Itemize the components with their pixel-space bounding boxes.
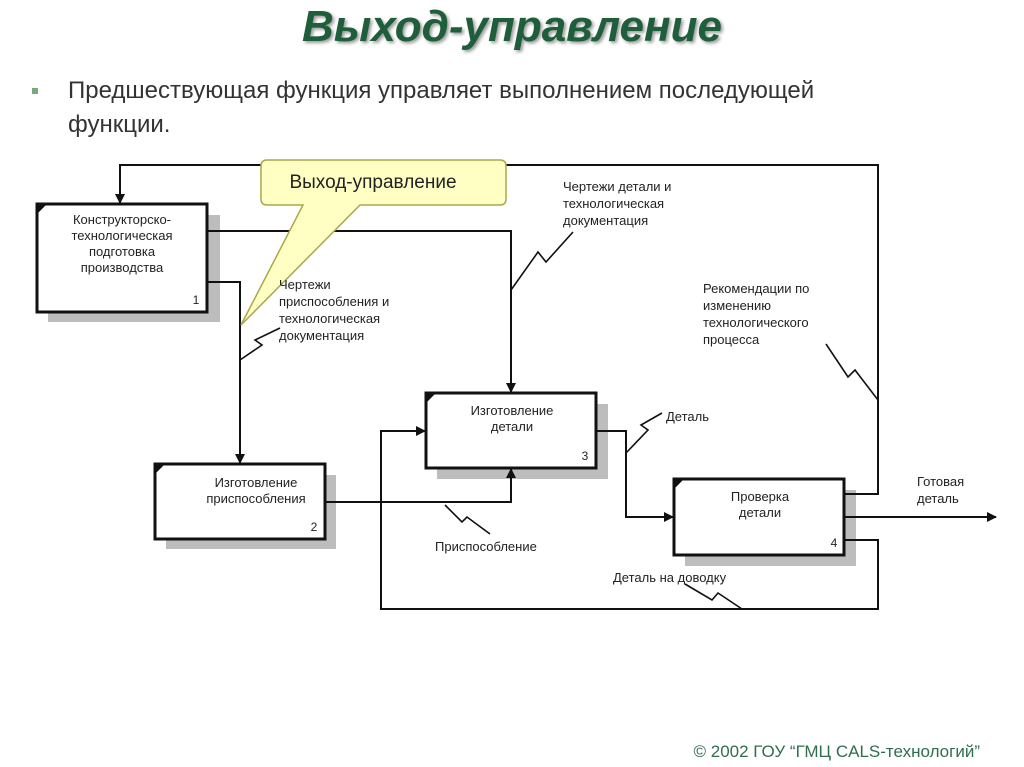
box-1: Конструкторско- технологическая подготов…: [35, 202, 209, 314]
label-rework: Деталь на доводку: [613, 570, 727, 585]
label-drawings-detail-3: документация: [563, 213, 648, 228]
box-2-line-1: Изготовление: [215, 475, 298, 490]
squiggle-recommendations: [825, 343, 879, 401]
arrow-detail: [596, 430, 674, 522]
label-recommendations-2: изменению: [703, 298, 771, 313]
squiggle-drawings-detail: [510, 231, 574, 291]
label-drawings-detail-2: технологическая: [563, 196, 664, 211]
bullet-line-2: функции.: [68, 111, 171, 138]
bullet-text: Предшествующая функция управляет выполне…: [68, 74, 988, 142]
label-recommendations-4: процесса: [703, 332, 760, 347]
box-4-line-2: детали: [739, 505, 781, 520]
bullet-marker: [32, 88, 38, 94]
box-4: Проверка детали 4: [672, 477, 846, 557]
callout-bubble: Выход-управление: [240, 159, 507, 326]
label-finished-2: деталь: [917, 491, 959, 506]
label-fixture: Приспособление: [435, 539, 537, 554]
label-detail: Деталь: [666, 409, 709, 424]
box-3: Изготовление детали 3: [424, 391, 598, 470]
box-1-line-1: Конструкторско-: [73, 212, 171, 227]
box-2: Изготовление приспособления 2: [153, 462, 327, 541]
label-drawings-fixture-3: технологическая: [279, 311, 380, 326]
label-finished-1: Готовая: [917, 474, 964, 489]
squiggle-fixture: [444, 504, 491, 535]
box-3-line-2: детали: [491, 419, 533, 434]
slide-title: Выход-управление: [302, 2, 722, 51]
box-1-line-3: подготовка: [89, 244, 156, 259]
squiggle-detail: [625, 412, 663, 454]
callout-text: Выход-управление: [289, 172, 456, 193]
arrow-fixture: [325, 468, 516, 503]
label-drawings-fixture-4: документация: [279, 328, 364, 343]
squiggle-rework: [684, 583, 743, 610]
arrow-recommendations: [115, 164, 879, 495]
box-2-number: 2: [311, 520, 318, 534]
squiggle-drawings-fixture: [239, 327, 281, 361]
box-4-number: 4: [831, 536, 838, 550]
label-drawings-detail-1: Чертежи детали и: [563, 179, 671, 194]
box-3-line-1: Изготовление: [471, 403, 554, 418]
label-drawings-fixture-1: Чертежи: [279, 277, 331, 292]
bullet-line-1: Предшествующая функция управляет выполне…: [68, 77, 815, 104]
box-1-line-2: технологическая: [71, 228, 172, 243]
label-recommendations-1: Рекомендации по: [703, 281, 809, 296]
box-1-number: 1: [193, 293, 200, 307]
box-4-line-1: Проверка: [731, 489, 790, 504]
footer-copyright: © 2002 ГОУ “ГМЦ CALS-технологий”: [693, 742, 981, 761]
arrow-drawings-fixture: [207, 281, 245, 464]
label-drawings-fixture-2: приспособления и: [279, 294, 389, 309]
box-2-line-2: приспособления: [206, 491, 305, 506]
box-3-number: 3: [582, 449, 589, 463]
label-recommendations-3: технологического: [703, 315, 809, 330]
box-1-line-4: производства: [81, 260, 164, 275]
arrow-rework: [380, 426, 879, 610]
